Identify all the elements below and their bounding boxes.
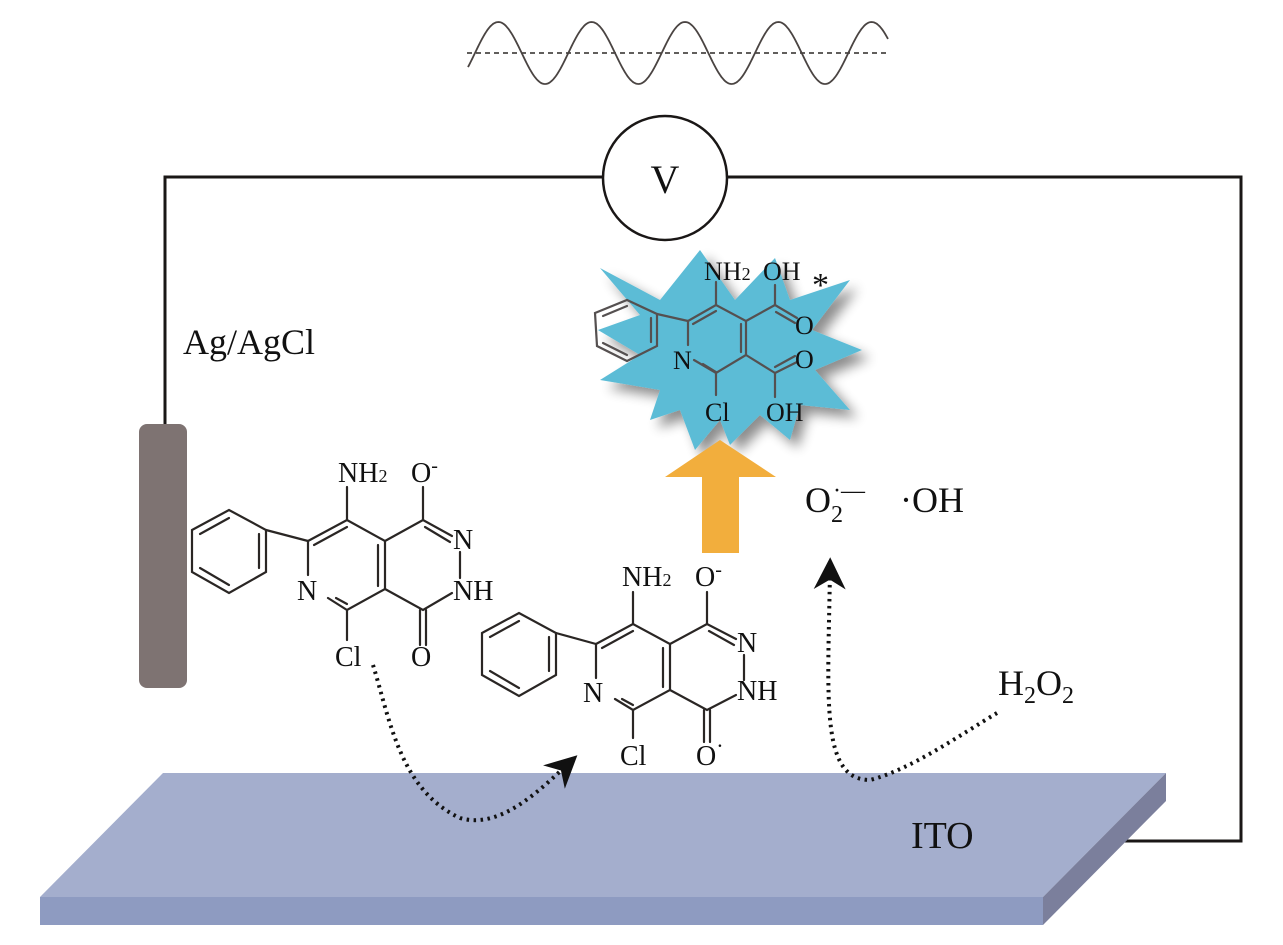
ito-top-face xyxy=(40,773,1166,897)
hydroxyl-radical-label: ·OH xyxy=(900,480,964,520)
superoxide-radical-label: O2·— xyxy=(805,478,866,528)
left-chloro-label: Cl xyxy=(335,642,362,673)
phenyl-ring xyxy=(480,611,558,698)
excited-o-top: O xyxy=(795,311,814,340)
voltmeter: V xyxy=(601,114,729,242)
middle-nh-label: NH xyxy=(737,676,777,707)
diffusion-arrow-to-ito xyxy=(371,664,578,822)
middle-carbonyl-radical-label: O· xyxy=(696,733,724,772)
molecule-middle: NH2 O- N NH N Cl O· xyxy=(480,559,777,772)
excited-oh-bottom: OH xyxy=(766,398,804,427)
ac-sine-wave-icon xyxy=(467,21,889,85)
excited-amine-label: NH2 xyxy=(704,257,751,286)
molecule-excited: NH2 OH * O O OH N Cl xyxy=(593,257,829,427)
wire-left xyxy=(163,175,604,424)
reference-electrode xyxy=(139,424,187,688)
excited-chloro: Cl xyxy=(705,398,730,427)
left-ring-n-label: N xyxy=(297,576,317,607)
voltmeter-circle xyxy=(601,114,729,242)
excited-state-star: * xyxy=(812,267,829,304)
ito-electrode: ITO xyxy=(40,773,1166,925)
excited-starburst xyxy=(598,250,862,450)
left-amine-label: NH2 xyxy=(338,458,387,489)
h2o2-reduction-arrow xyxy=(813,557,999,783)
left-oxyanion-label: O- xyxy=(411,455,438,489)
phenyl-ring xyxy=(190,508,268,595)
middle-amine-label: NH2 xyxy=(622,562,671,593)
excited-o-bottom: O xyxy=(795,345,814,374)
left-carbonyl-label: O xyxy=(411,642,431,673)
circuit-wires xyxy=(163,175,1243,843)
middle-ring-n-label: N xyxy=(583,678,603,709)
reference-electrode-label: Ag/AgCl xyxy=(183,322,315,362)
voltmeter-label: V xyxy=(651,157,680,202)
molecule-left: NH2 O- N NH N Cl O xyxy=(190,455,493,673)
phenyl-ring xyxy=(593,298,659,363)
excitation-arrow xyxy=(665,440,776,553)
h2o2-label: H2O2 xyxy=(998,663,1074,709)
excited-oh-top: OH xyxy=(763,257,801,286)
wire-right xyxy=(727,175,1243,843)
excited-ring-n: N xyxy=(673,346,692,375)
ito-front-face xyxy=(40,897,1043,925)
left-nh-label: NH xyxy=(453,576,493,607)
middle-n1-label: N xyxy=(737,628,757,659)
middle-chloro-label: Cl xyxy=(620,741,647,772)
ito-side-face xyxy=(1043,773,1166,925)
middle-oxyanion-label: O- xyxy=(695,559,722,593)
left-n1-label: N xyxy=(453,525,473,556)
sine-wave xyxy=(467,21,889,85)
ito-label: ITO xyxy=(911,815,974,857)
